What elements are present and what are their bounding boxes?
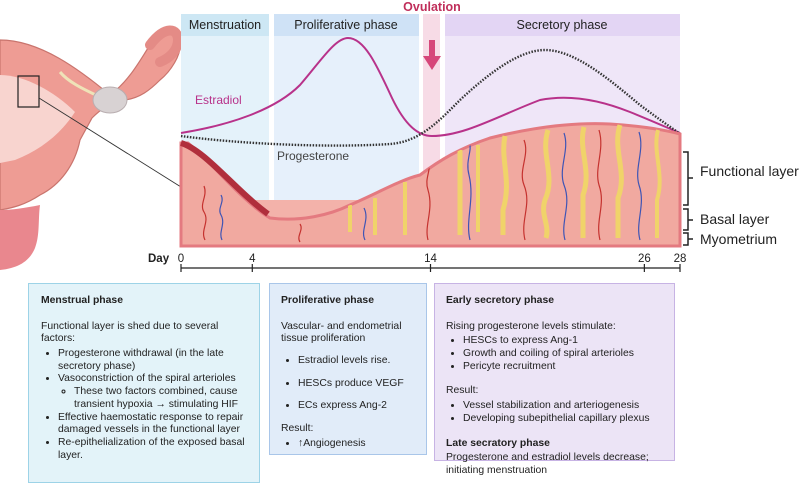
list-item: ECs express Ang-2 bbox=[298, 400, 418, 413]
proliferative-band-header bbox=[274, 14, 419, 36]
day-timeline: Day 0 4 14 26 28 bbox=[148, 253, 686, 272]
timeline-tick-label: 14 bbox=[424, 253, 437, 265]
estradiol-curve bbox=[180, 36, 681, 138]
secretory-label: Secretory phase bbox=[516, 18, 607, 32]
menstrual-phase-box: Menstrual phase Functional layer is shed… bbox=[28, 283, 260, 483]
spiral-arterioles bbox=[201, 129, 643, 243]
proliferative-phase-intro: Vascular- and endometrial tissue prolife… bbox=[281, 320, 402, 345]
list-item: Progesterone withdrawal (in the late sec… bbox=[58, 348, 249, 373]
functional-layer-tissue bbox=[179, 122, 682, 248]
timeline-tick-label: 4 bbox=[249, 253, 256, 265]
list-item: ↑Angiogenesis bbox=[298, 438, 418, 451]
basal-layer-label: Basal layer bbox=[700, 211, 770, 227]
list-item: Vasoconstriction of the spiral arteriole… bbox=[58, 373, 249, 411]
uterine-cavity bbox=[0, 75, 75, 163]
estradiol-label: Estradiol bbox=[195, 93, 242, 107]
list-item: Vessel stabilization and arteriogenesis bbox=[463, 400, 666, 413]
menstrual-phase-list: Progesterone withdrawal (in the late sec… bbox=[41, 348, 249, 462]
shedding-layer bbox=[179, 140, 270, 217]
proliferative-label: Proliferative phase bbox=[294, 18, 398, 32]
menstrual-phase-intro: Functional layer is shed due to several … bbox=[41, 320, 219, 345]
day-label: Day bbox=[148, 253, 170, 265]
menstruation-band-header bbox=[181, 14, 269, 36]
endometrial-glands bbox=[348, 124, 662, 239]
myometrium-label: Myometrium bbox=[700, 231, 777, 247]
functional-layer-label: Functional layer bbox=[700, 163, 799, 179]
basal-layer-bracket bbox=[683, 208, 693, 231]
ovulation-label: Ovulation bbox=[403, 0, 461, 14]
list-item: Re-epithelialization of the exposed basa… bbox=[58, 437, 249, 462]
timeline-tick-label: 0 bbox=[178, 253, 184, 265]
list-item: Effective haemostatic response to repair… bbox=[58, 412, 249, 437]
zoom-line bbox=[38, 97, 182, 188]
proliferative-phase-box: Proliferative phase Vascular- and endome… bbox=[269, 283, 427, 455]
secretory-phase-box: Early secretory phase Rising progesteron… bbox=[434, 283, 675, 476]
uterus-illustration bbox=[0, 25, 184, 270]
cervix bbox=[0, 205, 40, 270]
menstrual-phase-title: Menstrual phase bbox=[41, 295, 123, 306]
proliferative-phase-list: Estradiol levels rise. HESCs produce VEG… bbox=[281, 355, 418, 413]
list-item: HESCs produce VEGF bbox=[298, 378, 418, 391]
list-item: Developing subepithelial capillary plexu… bbox=[463, 413, 666, 426]
ovulation-arrow-icon bbox=[423, 40, 441, 70]
secretory-result-list: Vessel stabilization and arteriogenesis … bbox=[446, 400, 666, 425]
late-secretory-text: Progesterone and estradiol levels decrea… bbox=[446, 452, 649, 476]
list-item: Growth and coiling of spiral arterioles bbox=[463, 348, 666, 361]
secretory-phase-title: Early secretory phase bbox=[446, 295, 555, 306]
myometrium-bracket bbox=[683, 232, 693, 246]
secretory-band-header bbox=[445, 14, 680, 36]
menstruation-label: Menstruation bbox=[189, 18, 261, 32]
ovary bbox=[92, 86, 128, 114]
list-item: Pericyte recruitment bbox=[463, 361, 666, 374]
endometrium-tissue bbox=[179, 122, 682, 248]
progesterone-curve bbox=[180, 48, 681, 147]
list-item: Estradiol levels rise. bbox=[298, 355, 418, 368]
sub-list-item: These two factors combined, cause transi… bbox=[74, 386, 249, 411]
list-item: HESCs to express Ang-1 bbox=[463, 335, 666, 348]
sub-list: These two factors combined, cause transi… bbox=[58, 386, 249, 411]
proliferative-phase-title: Proliferative phase bbox=[281, 295, 374, 306]
proliferative-result-list: ↑Angiogenesis bbox=[281, 438, 418, 451]
late-secretory-title: Late secratory phase bbox=[446, 437, 550, 449]
functional-layer-bracket bbox=[683, 151, 693, 206]
fallopian-tube bbox=[145, 25, 184, 67]
timeline-tick-label: 26 bbox=[638, 253, 651, 265]
secretory-result-label: Result: bbox=[446, 385, 479, 397]
zoom-box bbox=[17, 75, 40, 108]
list-item-text: Vasoconstriction of the spiral arteriole… bbox=[58, 373, 236, 385]
timeline-tick-label: 28 bbox=[674, 253, 687, 265]
proliferative-result-label: Result: bbox=[281, 423, 314, 435]
secretory-phase-intro: Rising progesterone levels stimulate: bbox=[446, 320, 616, 332]
timeline-ticks: 0 4 14 26 28 bbox=[178, 253, 687, 272]
secretory-phase-list: HESCs to express Ang-1 Growth and coilin… bbox=[446, 335, 666, 373]
progesterone-label: Progesterone bbox=[277, 149, 349, 163]
